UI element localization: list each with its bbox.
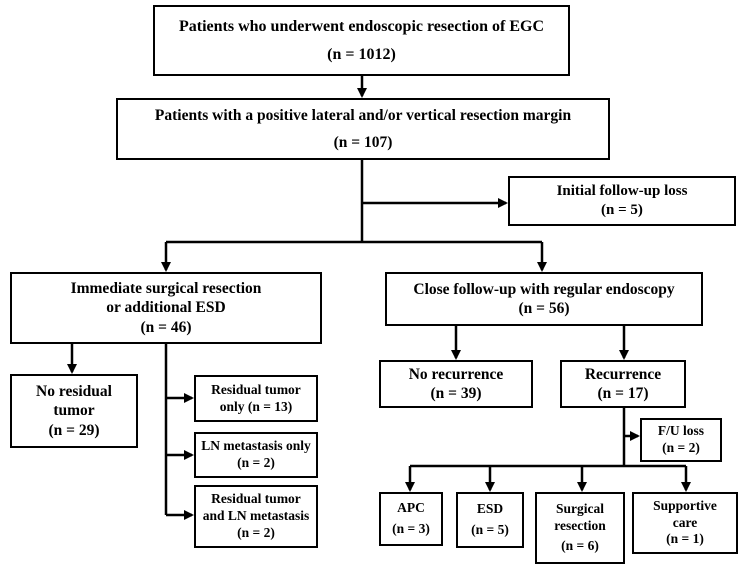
box-no-residual-line1: No residual	[36, 382, 112, 400]
box-close-followup-title: Close follow-up with regular endoscopy	[413, 280, 675, 298]
box-apc: APC (n = 3)	[379, 492, 443, 546]
box-supportive-line2: care	[672, 514, 698, 530]
box-recurrence: Recurrence (n = 17)	[560, 360, 686, 408]
box-supportive: Supportive care (n = 1)	[632, 492, 738, 554]
box-no-recurrence: No recurrence (n = 39)	[379, 360, 533, 408]
box-no-recurrence-title: No recurrence	[408, 365, 504, 383]
box-immediate-surgery-count: (n = 46)	[140, 318, 192, 336]
box-surgical-line1: Surgical	[555, 500, 604, 516]
box-residual-only: Residual tumor only (n = 13)	[194, 375, 318, 422]
box-ln-only: LN metastasis only (n = 2)	[194, 432, 318, 478]
box-all-patients: Patients who underwent endoscopic resect…	[153, 5, 570, 76]
box-ln-only-count: (n = 2)	[237, 455, 275, 470]
box-no-residual-count: (n = 29)	[48, 421, 100, 439]
box-recurrence-title: Recurrence	[584, 365, 662, 383]
box-positive-margin-title: Patients with a positive lateral and/or …	[154, 106, 572, 124]
box-immediate-surgery-line1: Immediate surgical resection	[70, 279, 262, 297]
box-close-followup-count: (n = 56)	[518, 300, 570, 317]
box-residual-only-line2: only (n = 13)	[219, 398, 293, 414]
box-fu-loss: F/U loss (n = 2)	[640, 418, 722, 462]
box-esd-title: ESD	[476, 501, 504, 517]
box-positive-margin: Patients with a positive lateral and/or …	[116, 98, 610, 160]
box-no-residual: No residual tumor (n = 29)	[10, 374, 138, 448]
box-initial-fu-loss: Initial follow-up loss (n = 5)	[508, 176, 736, 226]
box-surgical: Surgical resection (n = 6)	[535, 492, 625, 564]
box-supportive-line1: Supportive	[653, 497, 717, 513]
box-immediate-surgery: Immediate surgical resection or addition…	[10, 272, 322, 344]
box-esd-count: (n = 5)	[471, 522, 509, 537]
box-residual-ln-line2: and LN metastasis	[202, 508, 310, 524]
box-positive-margin-count: (n = 107)	[333, 134, 393, 151]
box-no-recurrence-count: (n = 39)	[430, 385, 482, 402]
box-apc-count: (n = 3)	[392, 521, 430, 536]
box-all-patients-count: (n = 1012)	[327, 45, 396, 63]
box-ln-only-line1: LN metastasis only	[201, 438, 311, 454]
box-esd: ESD (n = 5)	[456, 492, 524, 548]
box-fu-loss-count: (n = 2)	[662, 440, 700, 455]
box-apc-title: APC	[397, 500, 425, 516]
box-supportive-count: (n = 1)	[666, 531, 704, 547]
box-recurrence-count: (n = 17)	[597, 385, 649, 402]
box-initial-fu-loss-count: (n = 5)	[601, 202, 643, 218]
box-surgical-count: (n = 6)	[561, 538, 599, 554]
box-immediate-surgery-line2: or additional ESD	[106, 299, 226, 317]
box-initial-fu-loss-title: Initial follow-up loss	[556, 183, 688, 200]
box-close-followup: Close follow-up with regular endoscopy (…	[385, 272, 703, 326]
box-no-residual-line2: tumor	[53, 402, 95, 420]
box-residual-ln-count: (n = 2)	[237, 524, 275, 540]
box-residual-only-line1: Residual tumor	[211, 381, 301, 397]
box-all-patients-title: Patients who underwent endoscopic resect…	[178, 17, 545, 35]
box-fu-loss-title: F/U loss	[657, 423, 705, 439]
box-residual-ln: Residual tumor and LN metastasis (n = 2)	[194, 485, 318, 548]
box-surgical-line2: resection	[554, 517, 606, 533]
box-residual-ln-line1: Residual tumor	[211, 491, 301, 507]
